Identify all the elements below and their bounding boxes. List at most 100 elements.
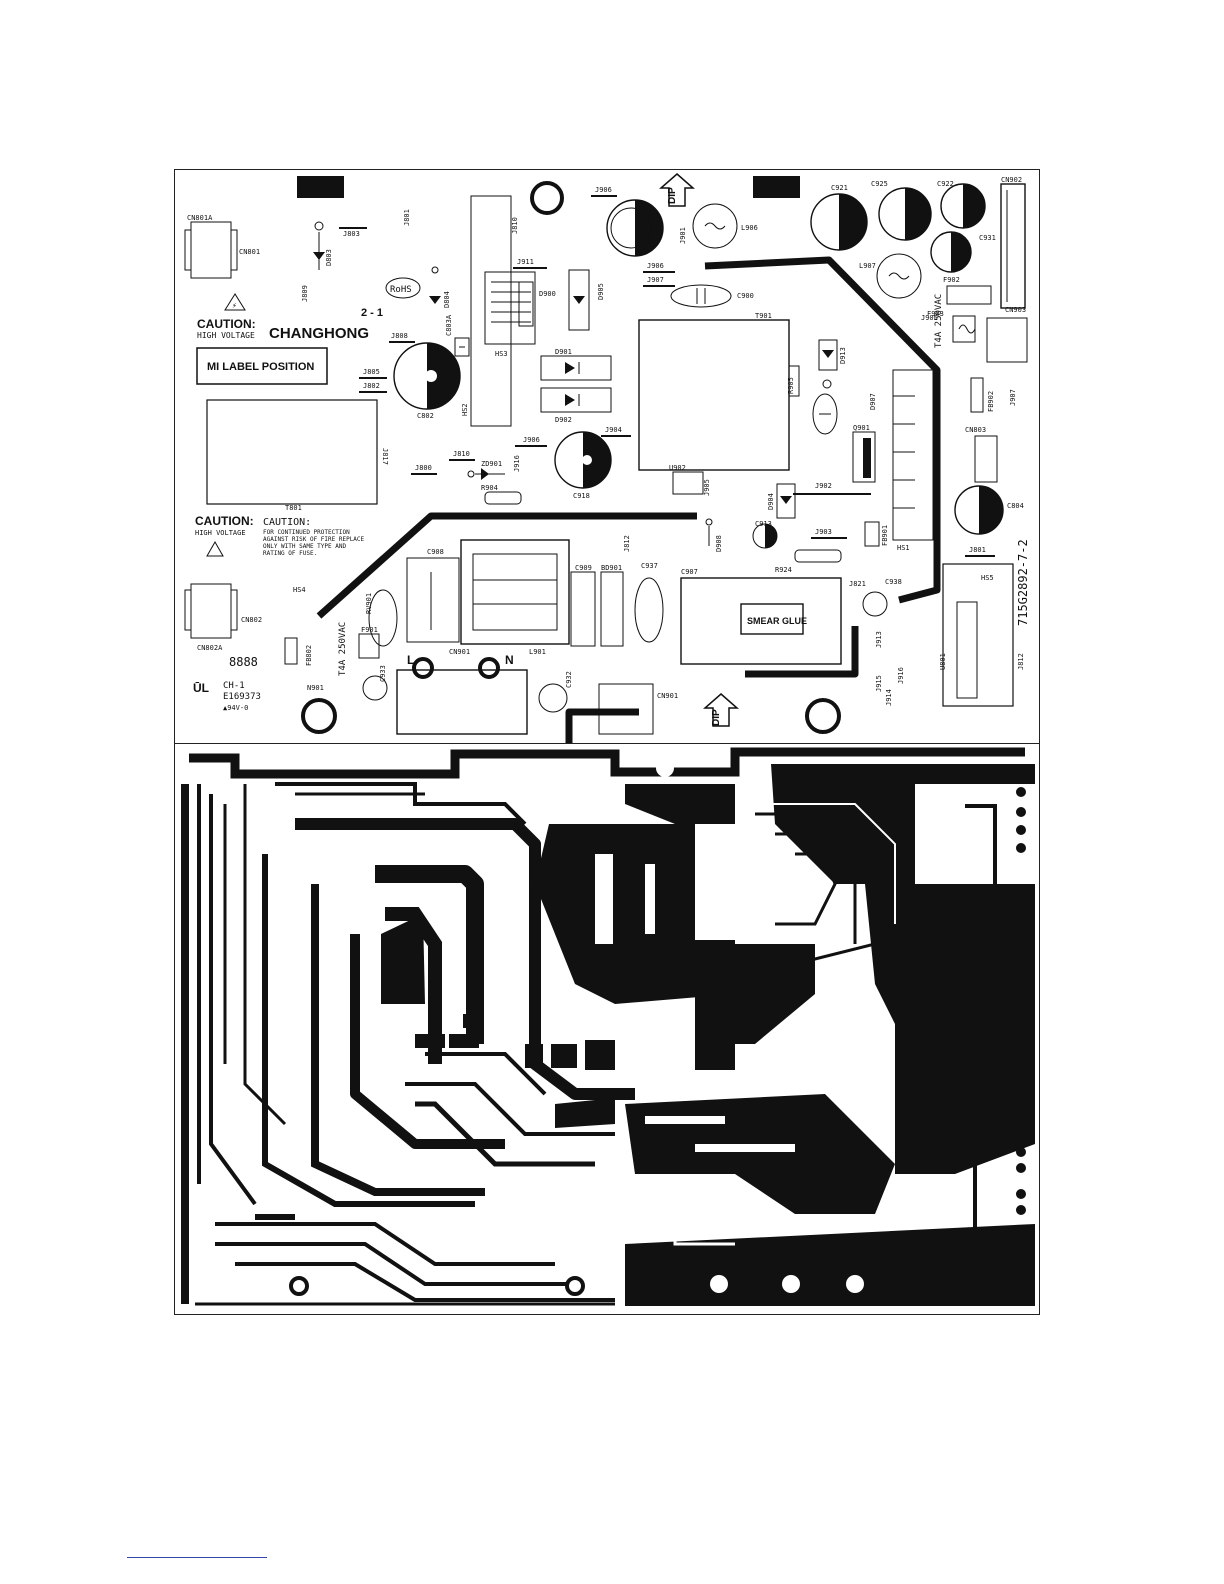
ref-c932: C932 <box>565 671 573 688</box>
smear-glue-label: SMEAR GLUE <box>747 616 807 626</box>
ref-j903: J903 <box>815 528 832 536</box>
ref-j902: J902 <box>815 482 832 490</box>
cert-line-2: E169373 <box>223 692 261 702</box>
heatsink-hs1 <box>892 369 934 541</box>
connector-cn801 <box>184 221 238 279</box>
ref-c802: C802 <box>417 412 434 420</box>
ref-j905-mid: J905 <box>703 479 711 496</box>
ref-c933: C933 <box>379 665 387 682</box>
caution-title-1: CAUTION: <box>197 317 256 331</box>
ref-t901: T901 <box>755 312 772 320</box>
ref-j908: J906 <box>523 436 540 444</box>
fuse-rating-2: T4A 250VAC <box>338 622 348 676</box>
digit-display: 8888 <box>229 655 258 669</box>
transistor-q901 <box>852 431 876 483</box>
ref-fb901: FB901 <box>881 525 889 546</box>
ref-cn802a: CN802A <box>197 644 223 652</box>
ref-j915: J915 <box>875 675 883 692</box>
brand-logo: CHANGHONG <box>269 325 369 342</box>
silkscreen-panel: CN801A CN801 ⚡ CAUTION: HIGH VOLTAGE CHA… <box>174 169 1040 744</box>
ref-c925: C925 <box>871 180 888 188</box>
capacitor-c921 <box>810 193 868 251</box>
board-code: 715G2892-7-2 <box>1016 539 1030 626</box>
ref-c931: C931 <box>979 234 996 242</box>
capacitor-c920 <box>606 199 664 257</box>
filter-l901 <box>460 539 570 645</box>
ref-d905: D905 <box>597 283 605 300</box>
ref-j906: J906 <box>647 262 664 270</box>
ref-l901: L901 <box>529 648 546 656</box>
ref-c913: C913 <box>755 520 772 528</box>
heatsink-hs5 <box>942 563 1014 707</box>
dip-label-bottom: DIP <box>711 709 722 726</box>
ref-c918: C918 <box>573 492 590 500</box>
ref-u902: U902 <box>669 464 686 472</box>
heatsink-hs2 <box>470 195 512 427</box>
dip-arrow-icon <box>703 693 739 727</box>
ref-cn801a: CN801A <box>187 214 213 222</box>
capacitor-c922 <box>940 183 986 229</box>
ref-l907: L907 <box>859 262 876 270</box>
heatsink-hs3 <box>484 271 536 345</box>
ref-hs3: HS3 <box>495 350 508 358</box>
neutral-label: N <box>505 653 514 667</box>
ref-j812: J812 <box>1017 653 1025 670</box>
ref-j911: J911 <box>517 258 534 266</box>
capacitor-c918 <box>554 431 612 489</box>
caution-line-1: FOR CONTINUED PROTECTION <box>263 529 350 536</box>
ref-j801b: J801 <box>969 546 986 554</box>
ref-j905: J905 <box>921 314 938 322</box>
cert-line-1: CH-1 <box>223 681 245 691</box>
label-position-text: MI LABEL POSITION <box>207 361 314 373</box>
ref-d902: D902 <box>555 416 572 424</box>
cert-line-3: ▲94V-0 <box>223 704 248 712</box>
copper-panel <box>174 743 1040 1315</box>
capacitor-c907 <box>680 577 842 665</box>
ul-mark-icon: ŪL <box>193 681 209 695</box>
capacitor-c908 <box>406 557 460 643</box>
ref-c921: C921 <box>831 184 848 192</box>
ref-c804: C804 <box>1007 502 1024 510</box>
mounting-hole <box>301 698 337 734</box>
ref-j803: J803 <box>343 230 360 238</box>
ref-n901: N901 <box>307 684 324 692</box>
ref-j916: J916 <box>513 455 521 472</box>
diode-d904 <box>776 483 796 519</box>
ref-t801: T801 <box>285 504 302 512</box>
ref-j805: J805 <box>363 368 380 376</box>
ref-j907: J907 <box>647 276 664 284</box>
ref-cn802: CN802 <box>241 616 262 624</box>
connector-cn802 <box>184 583 238 639</box>
caution-subtitle-2: HIGH VOLTAGE <box>195 529 246 537</box>
ref-cn902: CN902 <box>1001 176 1022 184</box>
ref-fb902: FB902 <box>987 391 995 412</box>
ref-j810: J810 <box>453 450 470 458</box>
ref-cn801: CN801 <box>239 248 260 256</box>
caution-subtitle-1: HIGH VOLTAGE <box>197 331 255 340</box>
ref-f903: F903 <box>927 310 944 318</box>
silkscreen-drawing: CN801A CN801 ⚡ CAUTION: HIGH VOLTAGE CHA… <box>184 173 1030 744</box>
ref-bd901: BD901 <box>601 564 622 572</box>
ref-hs2: HS2 <box>461 403 469 416</box>
ref-hs4: HS4 <box>293 586 306 594</box>
capacitor-c803a <box>454 337 470 357</box>
ref-hs5: HS5 <box>981 574 994 582</box>
inductor-l906 <box>692 203 738 249</box>
transformer-t901 <box>638 319 790 471</box>
ref-r904: R904 <box>481 484 498 492</box>
ref-c908: C908 <box>427 548 444 556</box>
ref-j901: J901 <box>679 227 687 244</box>
dip-label-top: DIP <box>667 187 678 204</box>
high-voltage-icon: ⚡ <box>224 293 246 311</box>
ref-j906-top: J906 <box>595 186 612 194</box>
ref-cn903: CN903 <box>1005 306 1026 314</box>
ref-rv901: RV901 <box>365 593 373 614</box>
ref-d913: D913 <box>839 347 847 364</box>
ref-j904: J904 <box>605 426 622 434</box>
caution-line-3: ONLY WITH SAME TYPE AND <box>263 543 346 550</box>
ref-j914: J914 <box>885 689 893 706</box>
inductor-l907 <box>876 253 922 299</box>
ref-cn901: CN901 <box>449 648 470 656</box>
ref-r905: R905 <box>787 377 795 394</box>
connector-cn901 <box>396 669 528 735</box>
